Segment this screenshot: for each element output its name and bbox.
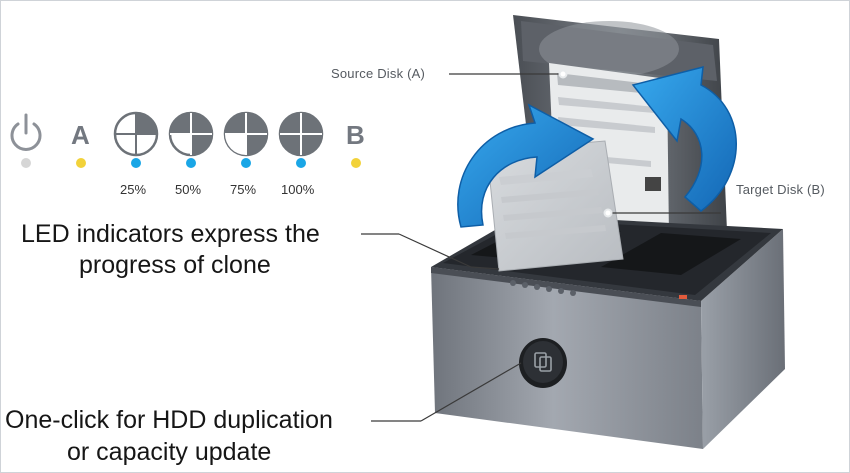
power-icon bbox=[10, 113, 42, 151]
progress-led bbox=[131, 158, 141, 168]
slot-a-letter: A bbox=[71, 120, 90, 150]
progress-led bbox=[241, 158, 251, 168]
slot-b-letter: B bbox=[346, 120, 365, 150]
power-led bbox=[21, 158, 31, 168]
callout-lines bbox=[361, 69, 721, 422]
led-caption-line2: progress of clone bbox=[79, 251, 271, 279]
progress-label-50: 50% bbox=[175, 182, 202, 197]
button-caption-line2: or capacity update bbox=[67, 438, 272, 466]
progress-label-100: 100% bbox=[281, 182, 315, 197]
source-disk-label: Source Disk (A) bbox=[331, 66, 426, 81]
progress-label-75: 75% bbox=[230, 182, 257, 197]
slot-b-led bbox=[351, 158, 361, 168]
progress-led bbox=[186, 158, 196, 168]
source-disk bbox=[486, 140, 624, 272]
target-disk-label: Target Disk (B) bbox=[736, 182, 825, 197]
progress-led bbox=[296, 158, 306, 168]
progress-pie-icon bbox=[113, 111, 324, 157]
led-indicator-legend bbox=[10, 111, 361, 168]
led-caption-line1: LED indicators express the bbox=[21, 220, 320, 248]
progress-label-25: 25% bbox=[120, 182, 147, 197]
slot-a-led bbox=[76, 158, 86, 168]
button-caption-line1: One-click for HDD duplication bbox=[5, 406, 333, 434]
clone-button-icon bbox=[534, 352, 552, 372]
clone-arrow-icon bbox=[457, 66, 737, 228]
